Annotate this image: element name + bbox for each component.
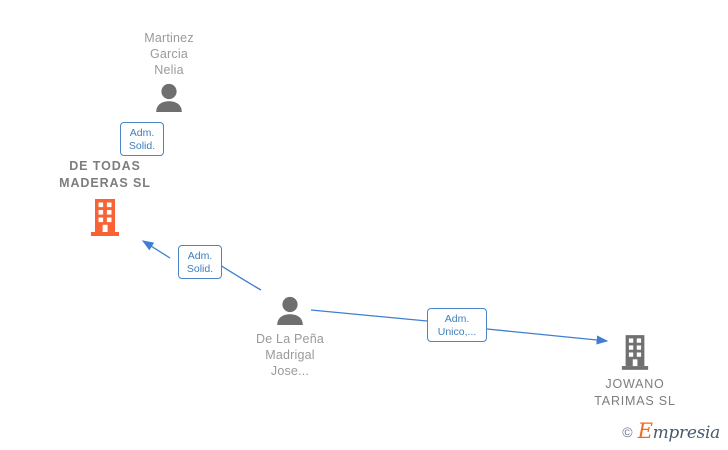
node-company-jowano-tarimas[interactable]: JOWANO TARIMAS SL [565, 334, 705, 410]
node-label-person-martinez: Martinez Garcia Nelia [144, 31, 194, 77]
node-label-company-jowano-tarimas: JOWANO TARIMAS SL [594, 377, 676, 408]
node-person-martinez[interactable]: Martinez Garcia Nelia [99, 30, 239, 112]
empresia-logo-rest: mpresia [652, 423, 721, 443]
edge-pena-maderas-arrow-segment [141, 240, 171, 259]
node-label-person-de-la-pena: De La Peña Madrigal Jose... [255, 332, 325, 378]
node-person-de-la-pena[interactable]: De La Peña Madrigal Jose... [220, 295, 360, 379]
node-label-company-de-todas-maderas: DE TODAS MADERAS SL [59, 159, 151, 190]
building-icon-highlighted [91, 199, 119, 236]
chip-adm-solid-martinez[interactable]: Adm. Solid. [120, 122, 164, 156]
building-icon [621, 335, 649, 370]
chip-adm-solid-pena[interactable]: Adm. Solid. [178, 245, 222, 279]
empresia-logo-text: Empresia [637, 419, 721, 443]
chip-adm-unico-pena[interactable]: Adm. Unico,... [427, 308, 487, 342]
person-icon [156, 83, 182, 112]
node-company-de-todas-maderas[interactable]: DE TODAS MADERAS SL [35, 158, 175, 236]
copyright-icon: © [622, 423, 633, 440]
empresia-watermark: © Empresia [622, 421, 720, 442]
person-icon [277, 296, 303, 325]
empresia-logo-initial: E [637, 419, 653, 443]
